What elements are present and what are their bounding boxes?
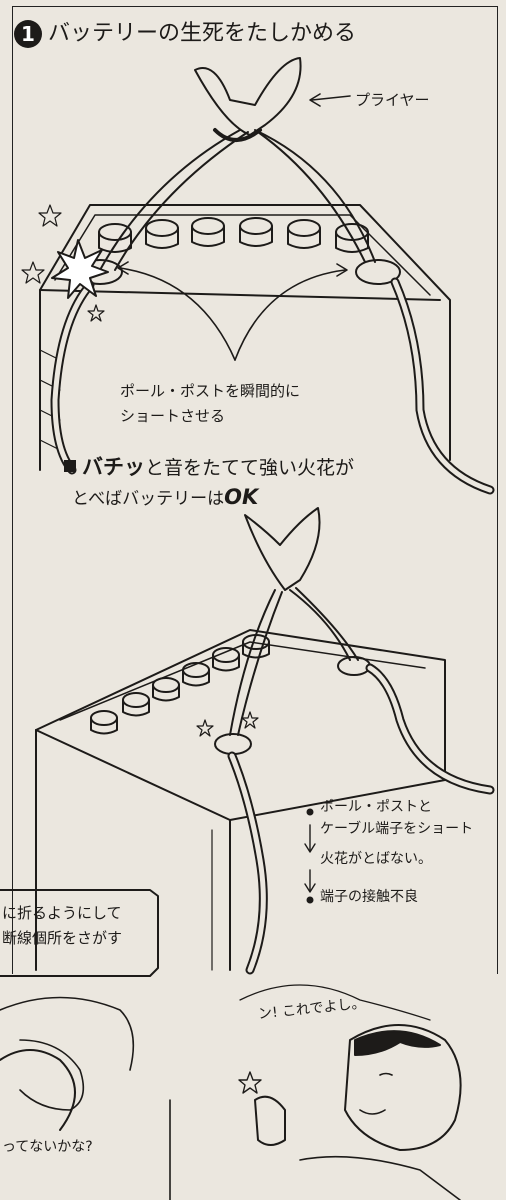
square-bullet-icon (64, 460, 76, 472)
result-line-2-text: とべばバッテリーは (72, 489, 225, 509)
bottom-pliers (196, 507, 359, 737)
top-cell-caps (98, 217, 369, 253)
result-line-2: とべばバッテリーはOK (72, 485, 259, 509)
flow-step-2: 火花がとばない。 (320, 851, 432, 867)
step-number-badge: 1 (14, 20, 42, 48)
result-line-1: バチッと音をたてて強い火花が (82, 455, 355, 479)
speech-bubble-left (0, 889, 159, 977)
spark-icon (21, 204, 109, 322)
page-title: バッテリーの生死をたしかめる (48, 21, 357, 46)
bubble-line-1: に折るようにして (2, 904, 122, 922)
instruction-line-1: ポール・ポストを瞬間的に (120, 382, 301, 400)
result-emphasis: バチッ (82, 455, 145, 479)
bottom-left-panel (0, 996, 171, 1200)
top-pliers (99, 57, 376, 271)
panel-frame (12, 6, 498, 974)
result-line-1-rest: と音をたてて強い火花が (145, 457, 355, 479)
flow-step-1a: ポール・ポストと (320, 799, 432, 815)
pliers-label: プライヤー (355, 91, 430, 109)
bottom-terminals (214, 656, 495, 975)
flow-step-3: 端子の接触不良 (320, 889, 418, 905)
top-battery (39, 204, 451, 471)
top-terminals (50, 259, 495, 495)
instruction-line-2: ショートさせる (120, 407, 226, 425)
bubble-bottom: ってないかな? (2, 1139, 93, 1155)
top-arrows (117, 93, 351, 361)
ok-label: OK (224, 485, 259, 509)
flow-step-1b: ケーブル端子をショート (320, 821, 474, 837)
man-face (238, 984, 462, 1200)
flow-arrows (304, 808, 316, 904)
bubble-line-2: 断線個所をさがす (2, 929, 123, 947)
